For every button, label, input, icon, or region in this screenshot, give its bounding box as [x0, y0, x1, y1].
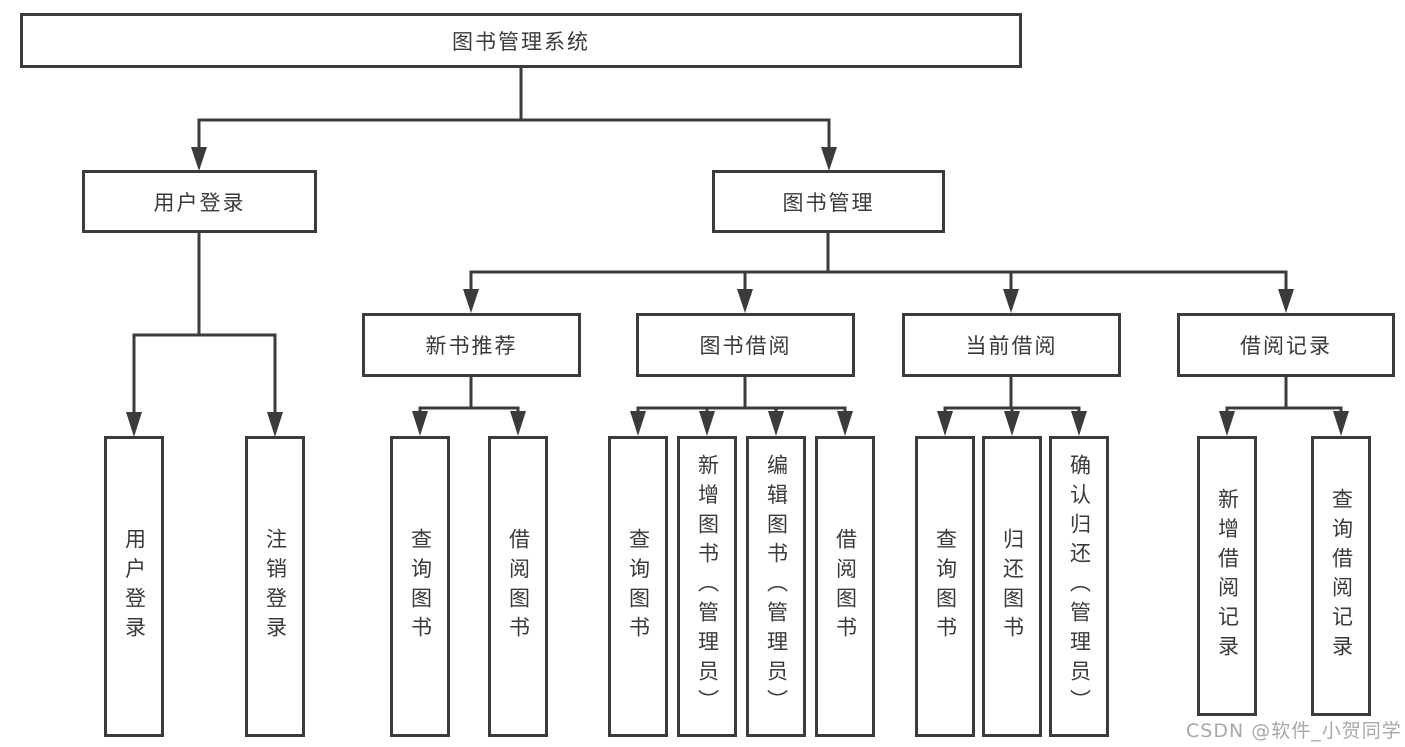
- leaf-query-books-recommend-label: 查询图书: [408, 527, 433, 646]
- leaf-query-borrow-record-label: 查询借阅记录: [1329, 487, 1354, 665]
- node-book-management: 图书管理: [712, 170, 945, 233]
- node-user-login-label: 用户登录: [153, 190, 246, 215]
- node-book-borrow-label: 图书借阅: [699, 334, 792, 358]
- leaf-borrow-books: 借阅图书: [815, 436, 875, 737]
- leaf-query-books-recommend: 查询图书: [390, 436, 450, 737]
- node-book-borrow: 图书借阅: [636, 313, 855, 377]
- leaf-add-books-admin-label: 新增图书（管理员）: [695, 454, 720, 719]
- leaf-query-books-borrow: 查询图书: [608, 436, 668, 737]
- leaf-add-books-admin: 新增图书（管理员）: [677, 436, 737, 737]
- leaf-return-books-label: 归还图书: [1000, 527, 1025, 646]
- leaf-user-login: 用户登录: [104, 436, 164, 737]
- leaf-logout-label: 注销登录: [263, 527, 288, 646]
- node-current-borrow-label: 当前借阅: [965, 334, 1058, 358]
- node-borrow-records-label: 借阅记录: [1240, 334, 1332, 358]
- leaf-add-borrow-record: 新增借阅记录: [1197, 436, 1257, 716]
- node-new-book-recommend: 新书推荐: [362, 313, 581, 377]
- leaf-edit-books-admin-label: 编辑图书（管理员）: [764, 454, 789, 719]
- root-node-library-system: 图书管理系统: [20, 13, 1022, 68]
- leaf-confirm-return-admin: 确认归还（管理员）: [1049, 436, 1109, 737]
- leaf-confirm-return-admin-label: 确认归还（管理员）: [1067, 454, 1092, 719]
- leaf-query-books-current-label: 查询图书: [933, 527, 958, 646]
- leaf-edit-books-admin: 编辑图书（管理员）: [746, 436, 806, 737]
- root-node-label: 图书管理系统: [452, 29, 590, 54]
- node-current-borrow: 当前借阅: [902, 313, 1121, 377]
- leaf-borrow-books-recommend: 借阅图书: [488, 436, 548, 737]
- node-book-management-label: 图书管理: [782, 190, 875, 215]
- node-borrow-records: 借阅记录: [1177, 313, 1395, 377]
- leaf-logout: 注销登录: [245, 436, 305, 737]
- leaf-query-borrow-record: 查询借阅记录: [1311, 436, 1371, 716]
- leaf-add-borrow-record-label: 新增借阅记录: [1215, 487, 1240, 665]
- csdn-watermark: CSDN @软件_小贺同学: [1186, 720, 1402, 742]
- leaf-return-books: 归还图书: [982, 436, 1042, 737]
- node-user-login: 用户登录: [82, 170, 317, 233]
- leaf-query-books-current: 查询图书: [915, 436, 975, 737]
- leaf-borrow-books-label: 借阅图书: [833, 527, 858, 646]
- leaf-borrow-books-recommend-label: 借阅图书: [506, 527, 531, 646]
- leaf-query-books-borrow-label: 查询图书: [626, 527, 651, 646]
- node-new-book-recommend-label: 新书推荐: [425, 334, 518, 358]
- leaf-user-login-label: 用户登录: [122, 527, 147, 646]
